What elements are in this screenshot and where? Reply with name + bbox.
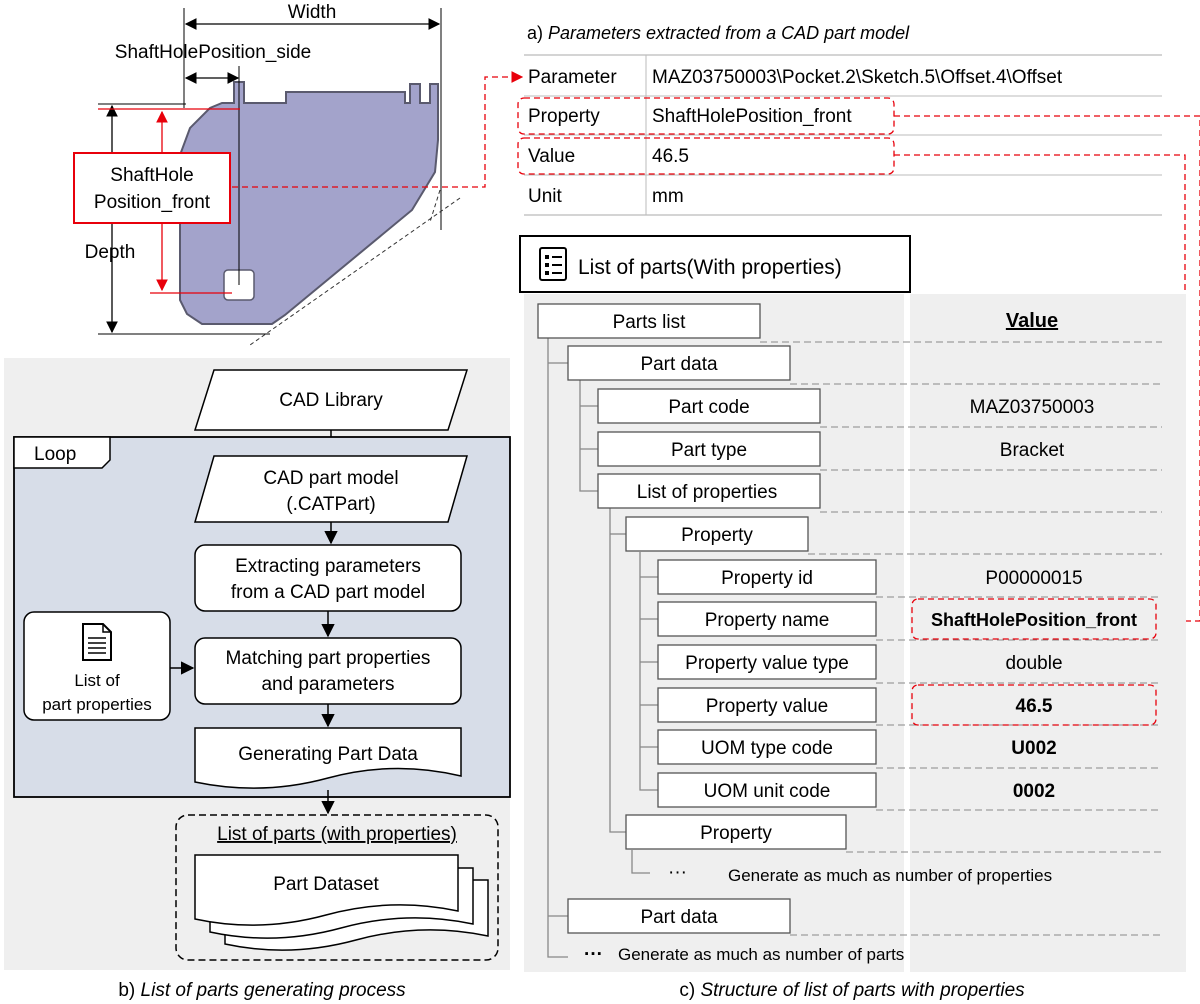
node-list-of-properties — [597, 473, 821, 509]
param-row-key-parameter: Parameter — [528, 67, 617, 88]
node-property-id — [657, 559, 877, 595]
generating-part-data-label: Generating Part Data — [238, 744, 418, 765]
value-property-id: P00000015 — [985, 568, 1082, 589]
cad-library-label: CAD Library — [279, 390, 383, 411]
node-part-data-2-label: Part data — [640, 907, 718, 928]
node-property-2 — [625, 814, 847, 850]
node-list-of-properties-label: List of properties — [637, 482, 777, 503]
cad-part-model-node — [194, 455, 468, 523]
cad-part-model-line1: CAD part model — [263, 468, 398, 489]
part-properties-line2: part properties — [42, 695, 152, 714]
bracket-part-shape — [179, 81, 439, 325]
value-property-value-type: double — [1005, 653, 1062, 674]
width-label: Width — [288, 2, 337, 23]
part-properties-line1: List of — [74, 671, 120, 690]
node-uom-unit-code — [657, 772, 877, 808]
node-part-data — [567, 345, 791, 381]
value-part-type: Bracket — [1000, 440, 1065, 461]
structure-section: List of parts(With properties) Value — [519, 235, 1186, 1001]
front-to-parameter-connector — [232, 71, 524, 188]
node-part-type — [597, 431, 821, 467]
cad-part-model-line2: (.CATPart) — [286, 494, 375, 515]
value-property-name: ShaftHolePosition_front — [931, 610, 1137, 630]
loop-label: Loop — [34, 444, 76, 465]
part-dataset-node — [194, 854, 459, 926]
node-part-code — [597, 388, 821, 424]
param-row-value-value: 46.5 — [652, 146, 689, 167]
matching-line2: and parameters — [261, 674, 394, 695]
cad-part-drawing: Width ShaftHolePosition_side Depth Shaft… — [73, 2, 524, 346]
parameters-table-section: a) Parameters extracted from a CAD part … — [517, 23, 1200, 712]
list-of-part-properties-node — [23, 611, 171, 721]
node-property-name-label: Property name — [705, 610, 830, 631]
node-property-2-label: Property — [700, 823, 772, 844]
param-row-key-value: Value — [528, 146, 575, 167]
node-part-type-label: Part type — [671, 440, 747, 461]
list-icon — [539, 247, 567, 281]
extracting-line1: Extracting parameters — [235, 556, 421, 577]
flowchart-caption: b) List of parts generating process — [118, 980, 406, 1001]
cad-library-node — [193, 369, 469, 431]
node-property-value-label: Property value — [706, 696, 829, 717]
part-dataset-label: Part Dataset — [273, 874, 379, 895]
structure-value-panel — [910, 294, 1186, 972]
dataset-group-title: List of parts (with properties) — [217, 824, 457, 845]
node-uom-type-code — [657, 729, 877, 765]
param-row-value-parameter: MAZ03750003\Pocket.2\Sketch.5\Offset.4\O… — [652, 67, 1063, 88]
flowchart-section: CAD Library Loop CAD part model (.CATPar… — [4, 358, 511, 1001]
node-property-value-type — [657, 644, 877, 680]
node-parts-list — [537, 303, 761, 339]
value-uom-unit-code: 0002 — [1013, 781, 1055, 802]
node-part-data-2 — [567, 898, 791, 934]
front-label-line1: ShaftHole — [110, 165, 193, 186]
value-property-value: 46.5 — [1016, 696, 1053, 717]
value-part-code: MAZ03750003 — [970, 397, 1095, 418]
node-part-code-label: Part code — [668, 397, 749, 418]
param-row-key-unit: Unit — [528, 186, 563, 207]
node-property-name — [657, 601, 877, 637]
parameters-caption: a) Parameters extracted from a CAD part … — [527, 23, 910, 43]
depth-label: Depth — [85, 242, 136, 263]
node-part-data-label: Part data — [640, 354, 718, 375]
structure-title-box — [519, 235, 911, 293]
node-uom-unit-code-label: UOM unit code — [704, 781, 831, 802]
value-property-value-highlight — [911, 684, 1157, 726]
front-label-box — [73, 152, 231, 224]
more-properties-note: Generate as much as number of properties — [728, 866, 1052, 885]
node-property-value-type-label: Property value type — [685, 653, 849, 674]
structure-caption: c) Structure of list of parts with prope… — [679, 980, 1025, 1001]
node-property-id-label: Property id — [721, 568, 813, 589]
param-row-key-property: Property — [528, 106, 600, 127]
row-separators — [760, 341, 1162, 936]
front-label-line2: Position_front — [94, 192, 211, 213]
node-property — [625, 516, 809, 552]
tree-connectors — [547, 337, 658, 958]
matching-line1: Matching part properties — [226, 648, 431, 669]
value-property-name-highlight — [911, 598, 1157, 640]
param-row-value-property: ShaftHolePosition_front — [652, 106, 852, 127]
value-column-header: Value — [1006, 310, 1058, 332]
node-uom-type-code-label: UOM type code — [701, 738, 833, 759]
extracting-line2: from a CAD part model — [231, 582, 425, 603]
more-properties-ellipsis: ··· — [668, 862, 687, 883]
structure-title: List of parts(With properties) — [578, 256, 842, 279]
generating-part-data-node — [194, 727, 462, 789]
node-parts-list-label: Parts list — [613, 312, 687, 333]
dataset-group-box — [175, 814, 499, 961]
node-property-value — [657, 687, 877, 723]
more-parts-note: Generate as much as number of parts — [618, 945, 904, 964]
shaft-hole-position-side-label: ShaftHolePosition_side — [115, 42, 311, 63]
param-row-value-unit: mm — [652, 186, 684, 207]
more-parts-ellipsis: ··· — [584, 944, 603, 965]
document-icon — [82, 623, 112, 661]
node-property-label: Property — [681, 525, 753, 546]
value-uom-type-code: U002 — [1011, 738, 1056, 759]
value-highlight-box — [517, 137, 895, 175]
